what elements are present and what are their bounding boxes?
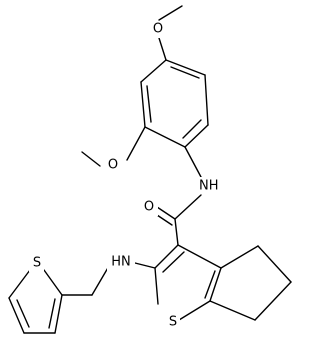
bond-nh-ch2: [91, 265, 110, 296]
bond-o-para-ring: [158, 37, 167, 61]
fused-thiophene-ring: [154, 244, 222, 321]
bond-carbonyl-c-o-1: [156, 206, 176, 220]
bond-c2-nh: [134, 262, 156, 269]
atom-label-hn-amine: HN: [111, 255, 131, 270]
atom-nh-amide: NH: [197, 177, 223, 194]
atom-o-carbonyl: O: [141, 199, 158, 216]
cyclopentane-ring: [209, 245, 292, 321]
atom-o-methoxy-ortho: O: [105, 157, 122, 174]
molecule-diagram: O O NH O HN S S: [8, 5, 292, 334]
bond-ring-o-ortho: [126, 126, 146, 161]
atom-label-o-ortho: O: [108, 158, 118, 173]
bond-carbonyl-c3: [174, 218, 179, 246]
atom-s-thiophene-side: S: [29, 255, 44, 272]
atom-label-nh-amide: NH: [199, 179, 219, 194]
atom-label-o-carbonyl: O: [144, 200, 154, 215]
bond-methyl-o-para: [158, 5, 183, 21]
dimethoxyphenyl-ring: [140, 59, 209, 148]
bond-o-ortho-methyl: [81, 151, 101, 167]
atom-label-s-fused: S: [169, 315, 177, 330]
bond-ring-nh: [184, 146, 202, 178]
atom-nh-amine: HN: [107, 254, 135, 271]
atom-label-o-para: O: [153, 22, 163, 37]
atom-o-methoxy-para: O: [150, 21, 167, 38]
bond-nh-carbonyl: [174, 194, 202, 220]
atom-s-thiophene-fused: S: [165, 314, 180, 331]
atom-label-s-side: S: [33, 256, 41, 271]
side-thiophene-ring: [8, 269, 63, 334]
